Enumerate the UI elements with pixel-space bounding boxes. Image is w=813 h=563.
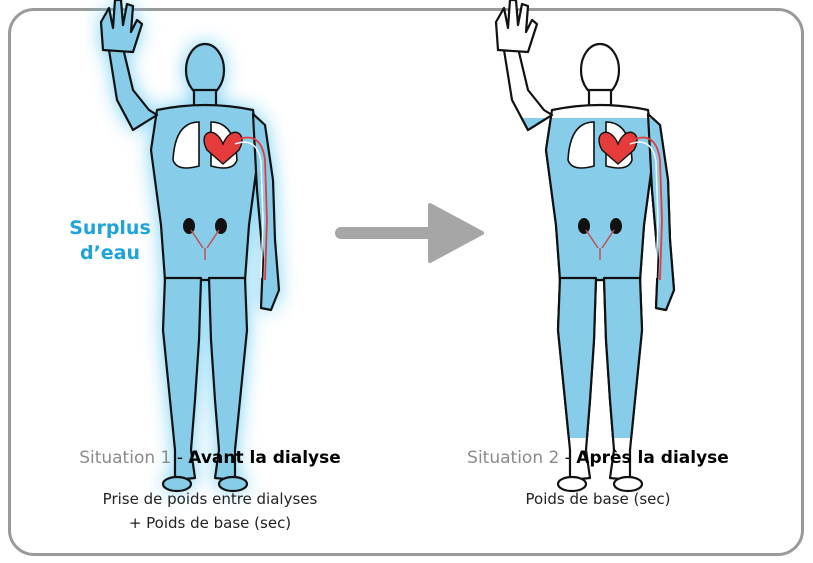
- situation-2-description-line1: Poids de base (sec): [428, 487, 768, 511]
- figure-after-dialysis: [496, 0, 674, 491]
- situation-1-label: Situation 1: [79, 448, 171, 468]
- situation-2-label: Situation 2: [467, 448, 559, 468]
- situation-1-description-line2: + Poids de base (sec): [40, 511, 380, 535]
- situation-1-description: Prise de poids entre dialyses + Poids de…: [40, 487, 380, 535]
- transition-arrow-icon: [335, 205, 482, 261]
- water-surplus-label: Surplus d’eau: [60, 216, 160, 266]
- situation-1-separator: -: [171, 448, 188, 468]
- situation-2-title: Après la dialyse: [576, 448, 729, 468]
- situation-2-description: Poids de base (sec): [428, 487, 768, 511]
- water-surplus-label-line2: d’eau: [60, 241, 160, 266]
- situation-1-title: Avant la dialyse: [188, 448, 341, 468]
- situation-2-caption: Situation 2 - Après la dialyse: [428, 448, 768, 468]
- situation-1-description-line1: Prise de poids entre dialyses: [40, 487, 380, 511]
- water-surplus-label-line1: Surplus: [60, 216, 160, 241]
- situation-1-caption: Situation 1 - Avant la dialyse: [40, 448, 380, 468]
- situation-2-separator: -: [559, 448, 576, 468]
